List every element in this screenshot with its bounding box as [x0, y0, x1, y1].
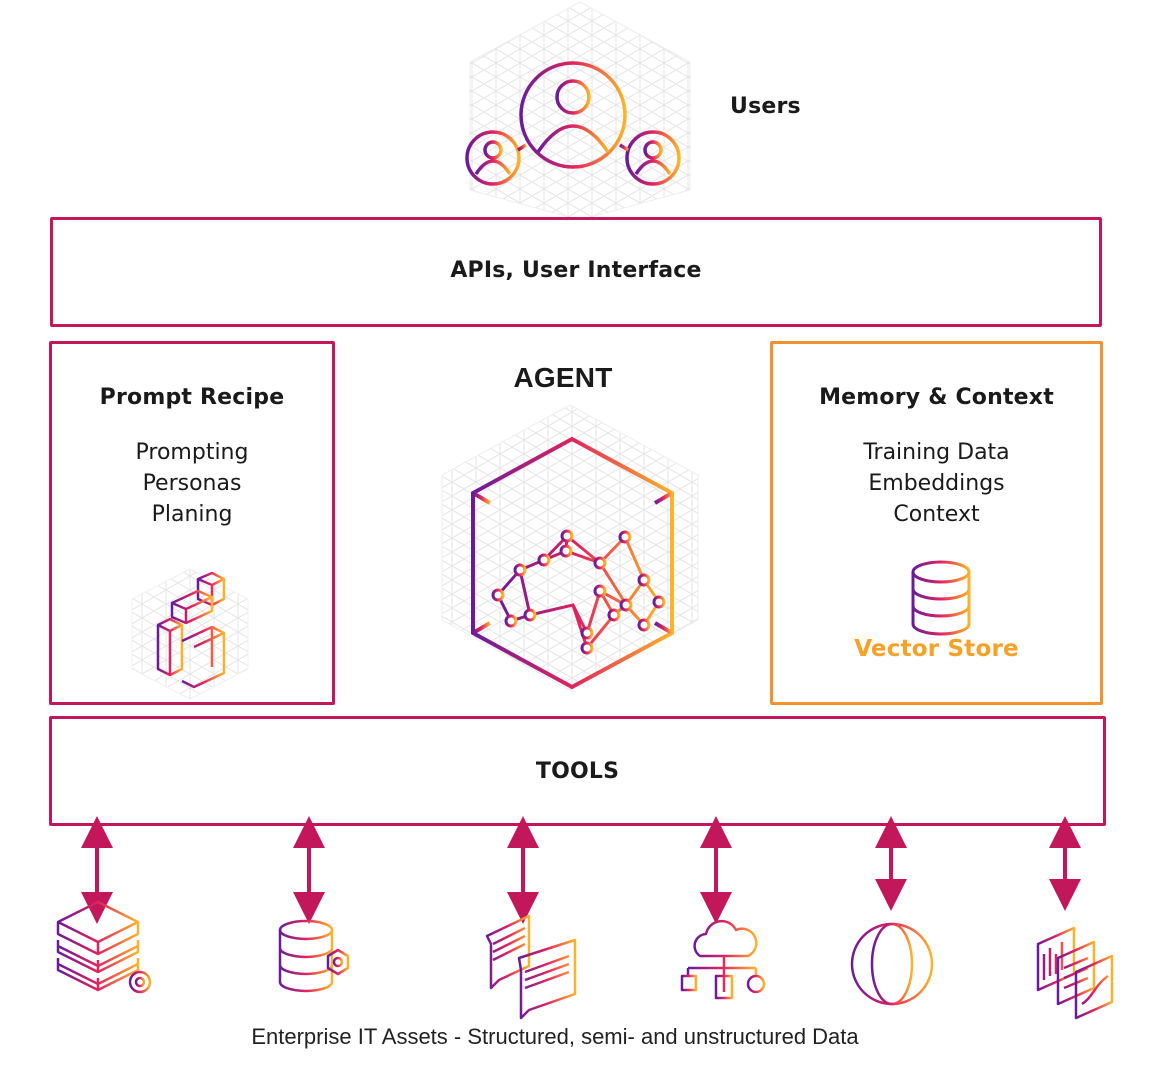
users-section	[460, 0, 700, 221]
assets-caption: Enterprise IT Assets - Structured, semi-…	[251, 1024, 859, 1049]
prompt-recipe-item: Planing	[151, 502, 233, 527]
api-layer-label: APIs, User Interface	[450, 258, 702, 283]
connector-arrows	[81, 816, 1081, 924]
memory-context-title: Memory & Context	[819, 385, 1054, 410]
api-layer-box: APIs, User Interface	[50, 217, 1102, 327]
prompt-recipe-box: Prompt Recipe Prompting Personas Planing	[49, 341, 335, 705]
globe-icon	[850, 922, 934, 1006]
memory-context-item: Context	[893, 502, 980, 527]
agent-section	[440, 404, 700, 691]
brain-network-icon	[441, 404, 699, 691]
cloud-network-icon	[680, 919, 766, 1000]
tools-label: TOOLS	[535, 759, 620, 784]
users-label: Users	[730, 94, 801, 119]
memory-context-box: Memory & Context Training Data Embedding…	[770, 341, 1103, 705]
database-icon	[911, 560, 971, 636]
tools-box: TOOLS	[49, 716, 1106, 826]
prompt-recipe-item: Personas	[142, 471, 242, 496]
blocks-icon	[131, 568, 249, 700]
memory-context-item: Embeddings	[868, 471, 1005, 496]
dashboard-reports-icon	[1036, 926, 1114, 1020]
server-stack-gear-icon	[56, 900, 152, 994]
agent-title: AGENT	[513, 362, 613, 393]
database-gear-icon	[278, 919, 350, 993]
memory-context-item: Training Data	[863, 440, 1010, 465]
prompt-recipe-title: Prompt Recipe	[99, 385, 285, 410]
documents-icon	[485, 914, 577, 1020]
vector-store-label: Vector Store	[854, 636, 1019, 662]
users-group-icon	[465, 1, 691, 221]
prompt-recipe-item: Prompting	[135, 440, 249, 465]
